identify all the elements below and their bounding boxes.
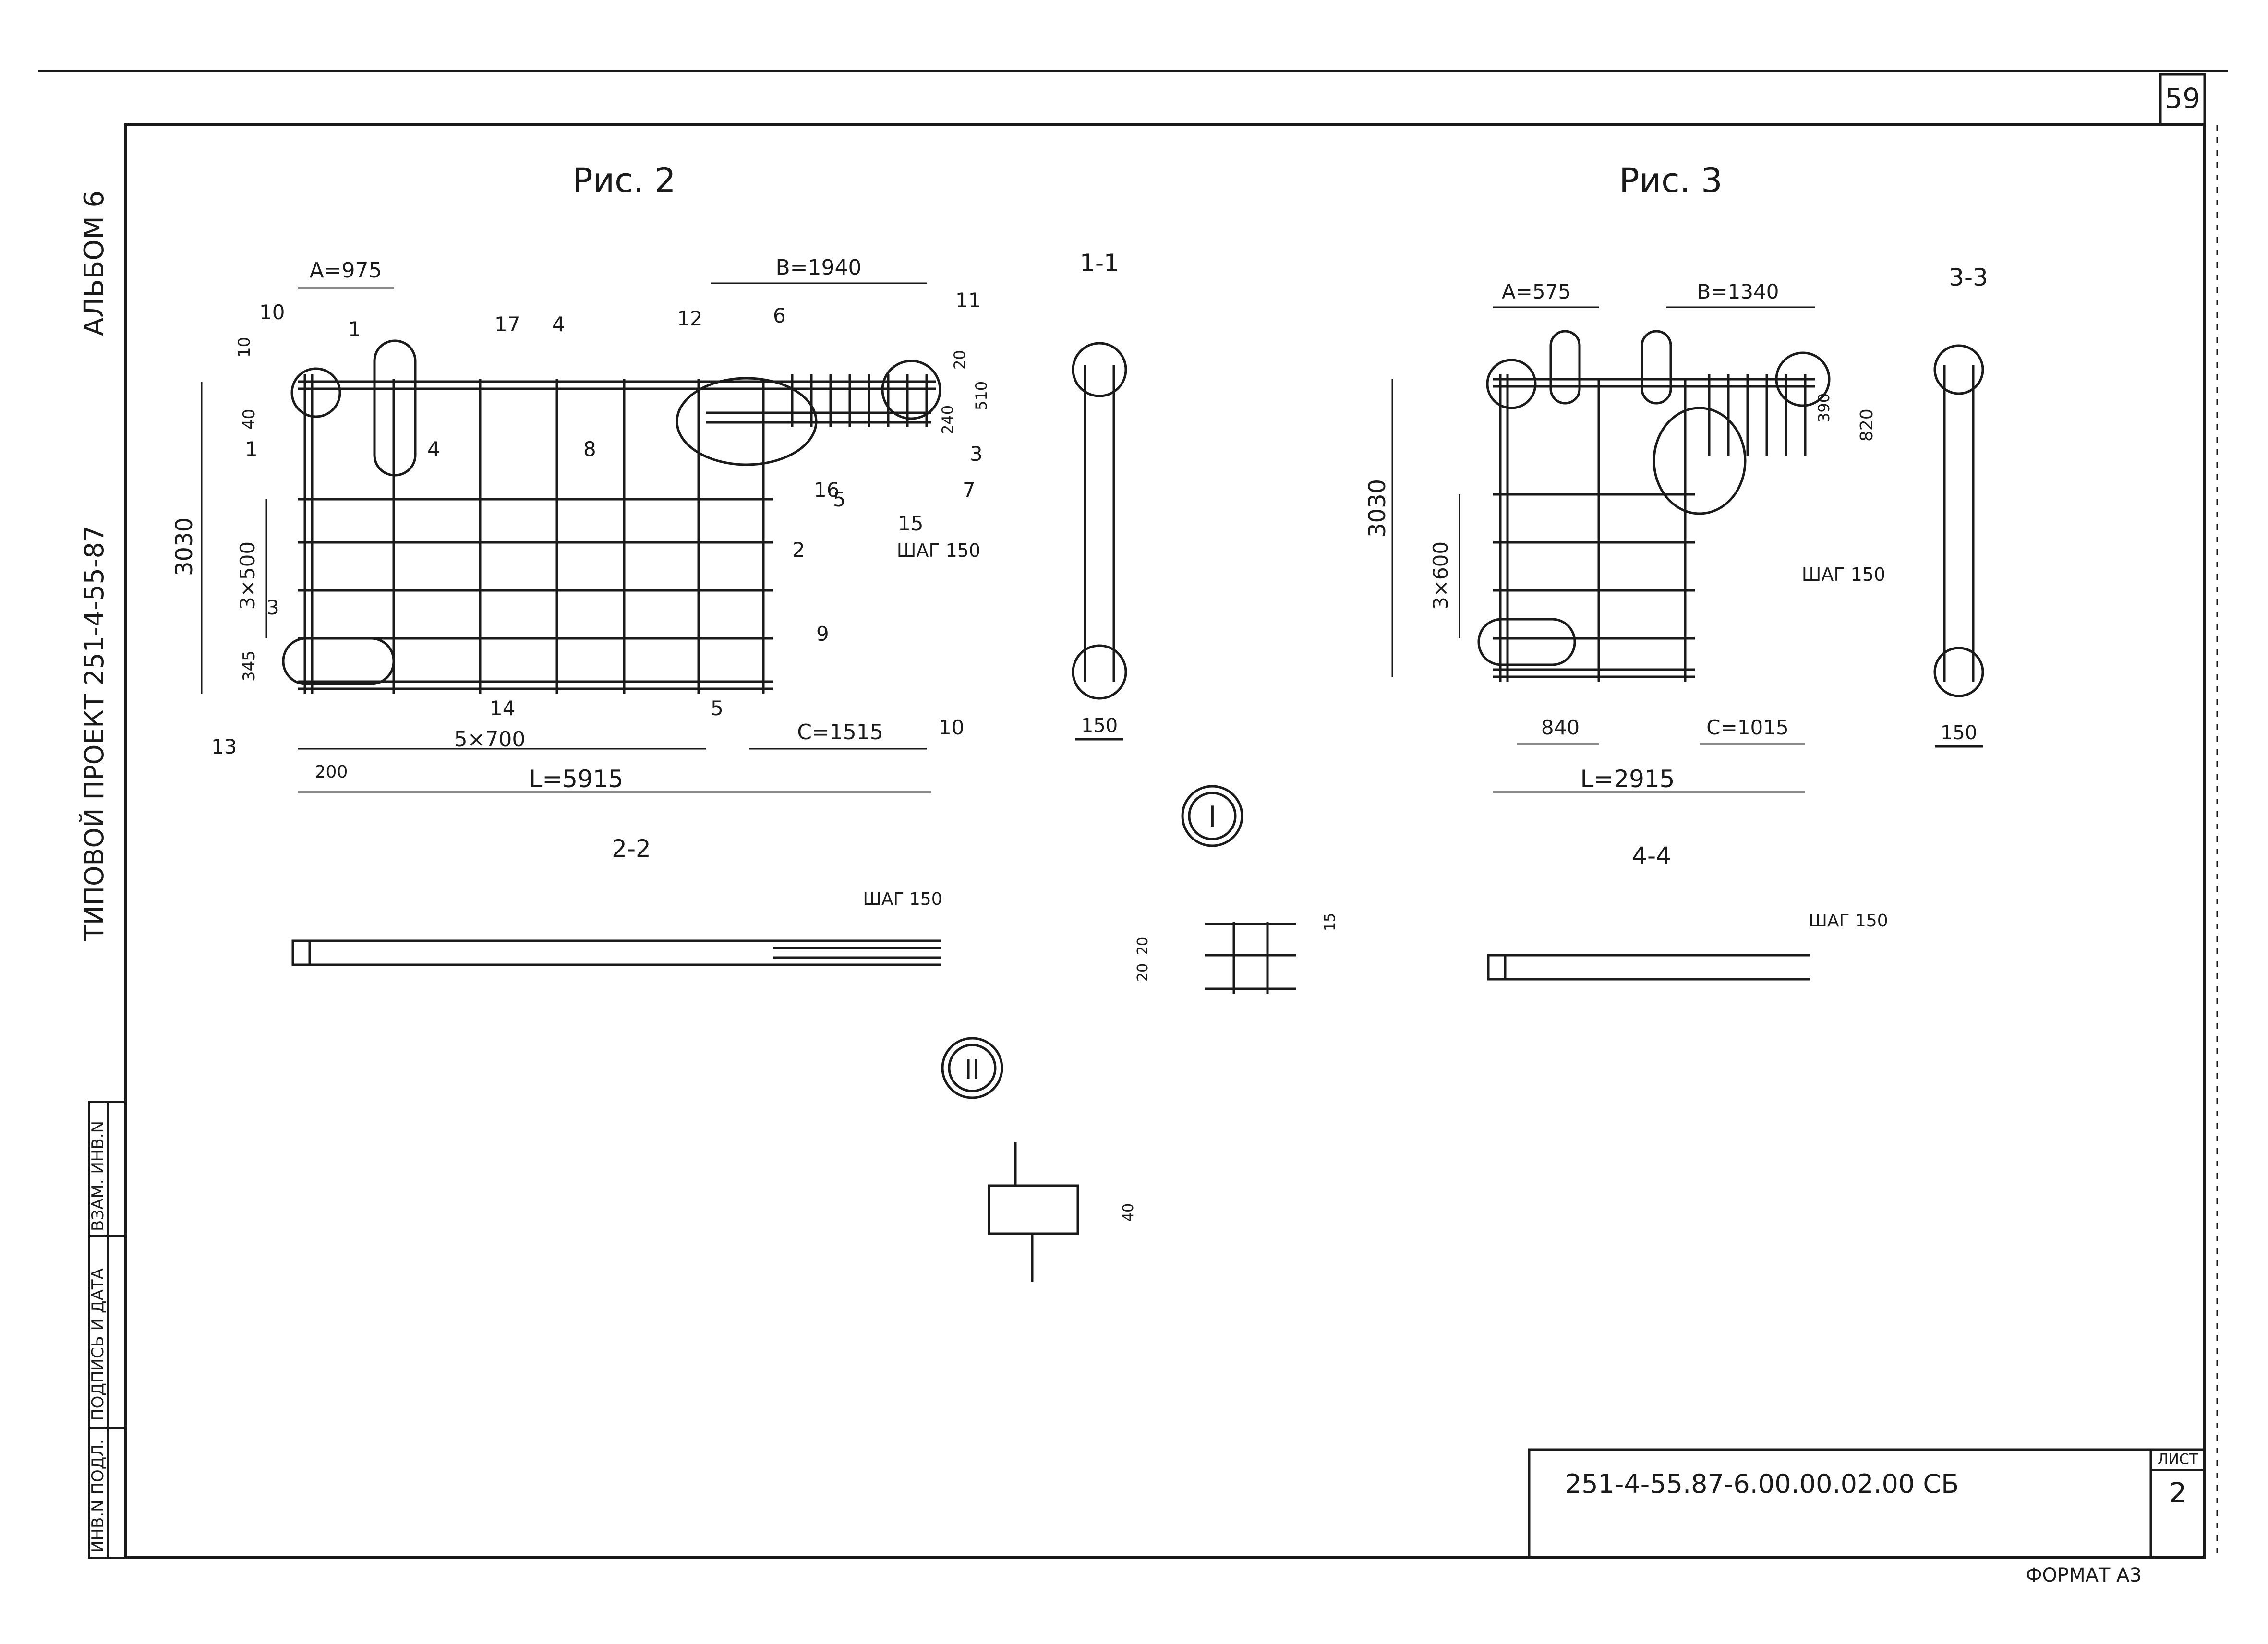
title-block: 251-4-55.87-6.00.00.02.00 СБ ЛИСТ 2 ФОРМ… (1528, 1448, 2206, 1586)
fig2-dim-C: C=1515 (797, 720, 883, 744)
sec33-view (1933, 344, 1984, 748)
sec22-shag: ШАГ 150 (863, 889, 942, 909)
stamp-inv-podl: ИНВ.N ПОДЛ. (88, 1439, 108, 1553)
stamp-podpis: ПОДПИСЬ И ДАТА (88, 1268, 108, 1421)
fig2-title: Рис. 2 (572, 161, 676, 200)
doc-code: 251-4-55.87-6.00.00.02.00 СБ (1565, 1469, 1959, 1499)
fig2-marks: 10 1 17 4 12 6 11 4 1 8 5 16 3 7 15 2 3 … (211, 288, 983, 758)
fig2-dim-L: L=5915 (529, 765, 624, 793)
album-label: АЛЬБОМ 6 (79, 191, 110, 336)
fig2-mark-12: 12 (677, 307, 702, 330)
fig2-mark-5b: 5 (711, 696, 724, 720)
fig2-mark-13: 13 (211, 735, 237, 758)
fig3-plan (1477, 330, 1831, 682)
fig2-mark-11: 11 (955, 288, 981, 312)
fig2-dim-510: 510 (972, 381, 990, 410)
nodeI-label: I (1208, 800, 1217, 834)
stamp-vzam: ВЗАМ. ИНВ.N (88, 1121, 108, 1231)
fig3-dim-B: B=1340 (1697, 280, 1779, 303)
sec11-label: 1-1 (1080, 249, 1119, 277)
fig2-dim-20: 20 (951, 350, 969, 370)
sec44-shag: ШАГ 150 (1809, 911, 1888, 931)
fig2-mark-16: 16 (814, 478, 839, 502)
fig2-dim-h: 3030 (171, 517, 198, 576)
nodeII-label: II (964, 1054, 980, 1085)
nodeII-detail (988, 1142, 1079, 1282)
nodeI-detail (1205, 922, 1296, 994)
page-number-box (2159, 73, 2206, 126)
nodeI-marker (1181, 785, 1243, 847)
fig2-mark-4: 4 (552, 312, 565, 336)
fig3-dim-h: 3030 (1364, 479, 1391, 538)
fig3-title: Рис. 3 (1619, 161, 1722, 200)
fig2-mark-6: 6 (773, 304, 786, 327)
fig2-mark-15: 15 (898, 512, 923, 535)
fig2-dim-200: 200 (315, 762, 348, 782)
nodeII-d40: 40 (1120, 1203, 1137, 1222)
fig2-dim-345: 345 (240, 650, 259, 682)
fig2-mark-10: 10 (259, 300, 285, 324)
fig2-mark-1: 1 (245, 437, 258, 461)
sheet-number: 2 (2169, 1476, 2187, 1509)
fig2-dim-5x: 5×700 (454, 727, 526, 752)
project-label: ТИПОВОЙ ПРОЕКТ 251-4-55-87 (79, 526, 109, 941)
sec33-width: 150 (1941, 722, 1977, 744)
fig2-dim-10: 10 (235, 337, 254, 358)
fig2-mark-7: 7 (963, 478, 976, 502)
sec44-label: 4-4 (1632, 842, 1671, 870)
sec44-view (1487, 954, 1810, 981)
nodeI-d15: 15 (1322, 913, 1339, 931)
fig2-mark-8: 8 (583, 437, 596, 461)
nodeI-d20b: 20 (1134, 963, 1151, 982)
fig3-dim-840: 840 (1541, 716, 1580, 739)
fig3-dim-3x: 3×600 (1429, 541, 1452, 610)
stamp-boxes: ИНВ.N ПОДЛ. ПОДПИСЬ И ДАТА ВЗАМ. ИНВ.N (88, 1101, 127, 1559)
fig2-mark-1a: 1 (348, 317, 361, 341)
fig3-dim-820: 820 (1857, 408, 1877, 442)
fig2-mark-2: 2 (792, 538, 805, 562)
fig3-dim-A: A=575 (1502, 280, 1571, 303)
fig2-dim-A: A=975 (310, 258, 382, 283)
fig3-shag: ШАГ 150 (1802, 564, 1885, 585)
fig3-dim-C: C=1015 (1706, 716, 1788, 739)
drawing-frame (124, 123, 2206, 1559)
fig2-mark-5: 5 (833, 488, 846, 511)
fig2-mark-3b: 3 (266, 596, 279, 619)
sec22-label: 2-2 (612, 835, 651, 863)
fig2-dimensions (201, 282, 931, 793)
sec22-view (291, 939, 941, 966)
sec33-label: 3-3 (1949, 264, 1988, 291)
fig2-plan (282, 339, 941, 694)
fig2-mark-14: 14 (490, 696, 515, 720)
page-number: 59 (2165, 82, 2200, 115)
fig2-dim-40: 40 (240, 409, 259, 430)
nodeII-marker (941, 1037, 1003, 1099)
sheet-label: ЛИСТ (2158, 1451, 2198, 1468)
fig2-mark-10b: 10 (939, 716, 964, 739)
fig2-shag: ШАГ 150 (897, 540, 980, 561)
fig3-dimensions (1391, 306, 1815, 793)
sec11-width: 150 (1081, 715, 1118, 737)
fig3-dim-390: 390 (1815, 393, 1833, 422)
fig2-dim-B: B=1940 (775, 255, 861, 280)
nodeI-d20a: 20 (1134, 937, 1151, 955)
fig3-dim-L: L=2915 (1580, 765, 1675, 793)
fig2-dim-240: 240 (939, 405, 957, 434)
fig2-dim-3x: 3×500 (236, 541, 259, 610)
fig2-mark-3: 3 (970, 442, 983, 466)
sec11-view (1072, 342, 1127, 741)
fig2-mark-9: 9 (816, 622, 829, 646)
format-label: ФОРМАТ А3 (2026, 1564, 2142, 1586)
fig2-mark-4b: 4 (427, 437, 440, 461)
fig2-mark-17: 17 (495, 312, 520, 336)
